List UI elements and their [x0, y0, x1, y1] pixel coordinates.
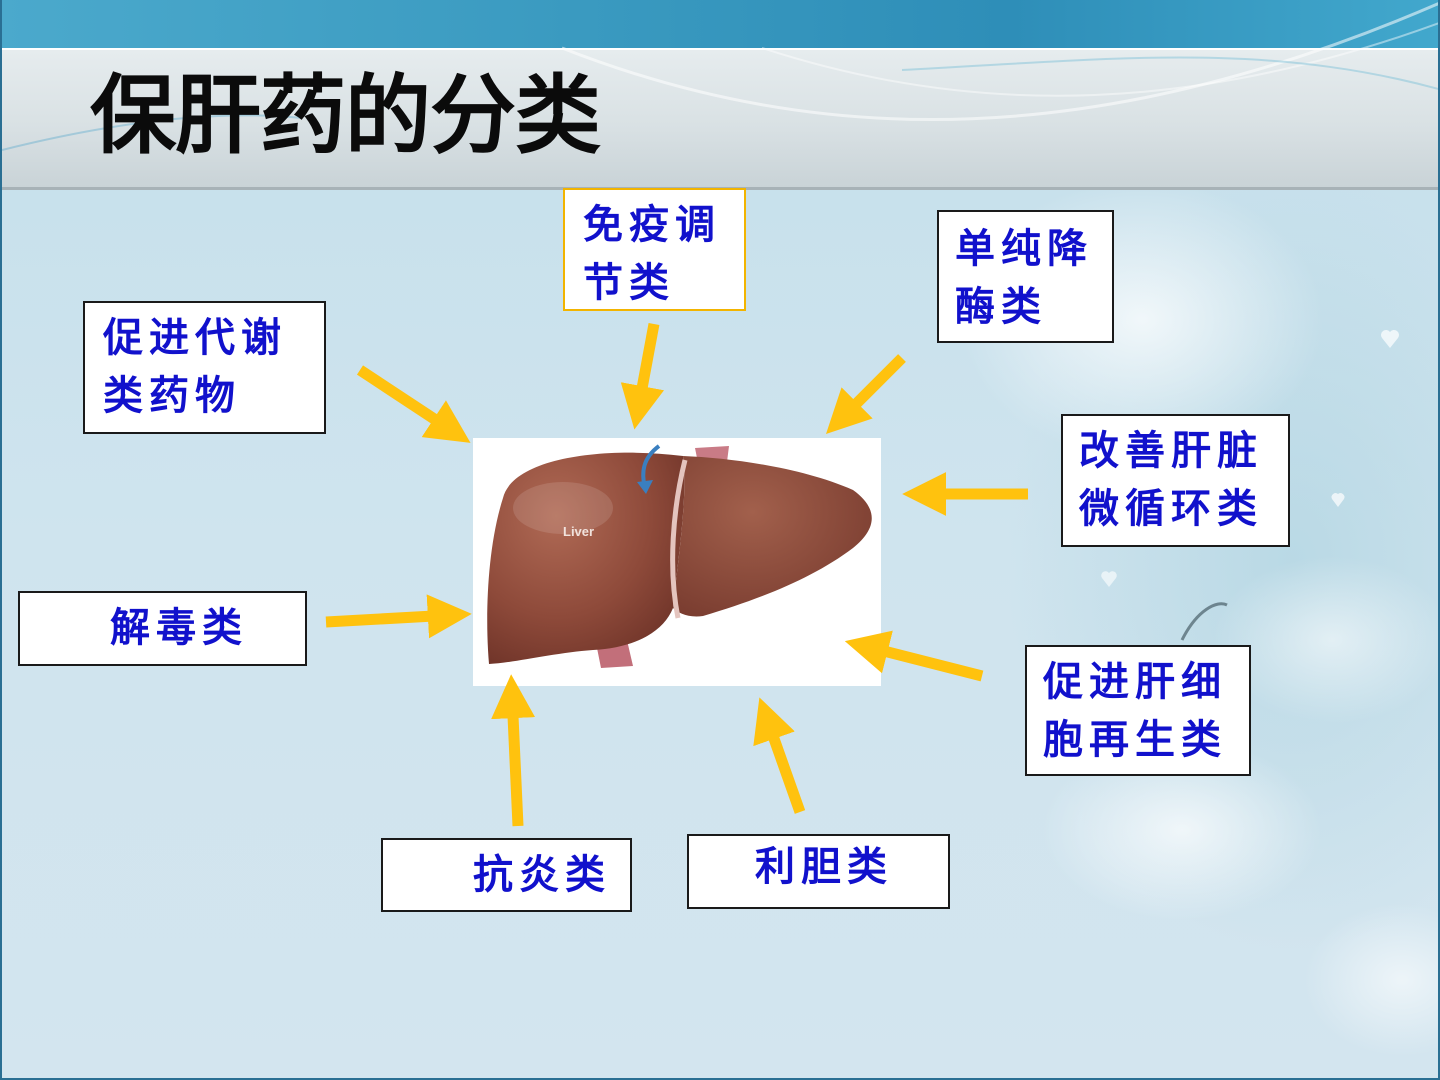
liver-right-lobe: [487, 452, 685, 664]
category-choleretic-line-1: 利胆类: [755, 843, 893, 890]
liver-label: Liver: [563, 524, 594, 539]
category-choleretic: 利胆类: [687, 834, 950, 909]
liver-left-lobe: [673, 456, 872, 617]
category-microcirculation-line-2: 微循环类: [1079, 485, 1263, 532]
heart-deco-icon: [1381, 330, 1399, 348]
top-accent-band: [2, 0, 1438, 48]
slide-title: 保肝药的分类: [90, 66, 601, 166]
arrow-choleretic: [753, 697, 806, 814]
category-cell-regeneration: 促进肝细 胞再生类: [1025, 645, 1251, 776]
category-metabolism: 促进代谢 类药物: [83, 301, 326, 434]
category-enzyme-line-1: 单纯降: [955, 225, 1093, 272]
category-enzyme-line-2: 酶类: [955, 283, 1047, 330]
category-regeneration-line-2: 胞再生类: [1043, 716, 1227, 763]
arrow-immune: [620, 322, 665, 430]
swirl-deco: [1180, 602, 1228, 641]
heart-deco-icon: [1101, 571, 1117, 587]
arrow-enzyme: [825, 354, 906, 435]
category-metabolism-line-2: 类药物: [103, 372, 241, 419]
liver-image: Liver: [473, 438, 881, 686]
arrow-anti-inflammatory: [491, 674, 536, 827]
liver-illustration: Liver: [487, 444, 872, 668]
arrow-detox: [325, 594, 472, 639]
category-anti-inflammatory: 抗炎类: [381, 838, 632, 912]
category-detox-line-1: 解毒类: [110, 604, 248, 651]
category-immune-line-1: 免疫调: [583, 201, 721, 248]
heart-deco-icon: [1331, 493, 1345, 507]
category-immune-regulation: 免疫调 节类: [563, 188, 746, 311]
title-bar: [2, 48, 1438, 190]
category-regeneration-line-1: 促进肝细: [1043, 658, 1227, 705]
category-immune-line-2: 节类: [583, 259, 675, 306]
category-enzyme-lowering: 单纯降 酶类: [937, 210, 1114, 343]
category-microcirculation-line-1: 改善肝脏: [1079, 427, 1263, 474]
arrow-regeneration: [844, 630, 984, 682]
category-metabolism-line-1: 促进代谢: [103, 314, 287, 361]
category-anti-inflammatory-line-1: 抗炎类: [473, 851, 611, 898]
falciform-ligament: [670, 459, 688, 619]
category-microcirculation: 改善肝脏 微循环类: [1061, 414, 1290, 547]
arrow-metabolism: [356, 365, 471, 443]
category-detox: 解毒类: [18, 591, 307, 666]
